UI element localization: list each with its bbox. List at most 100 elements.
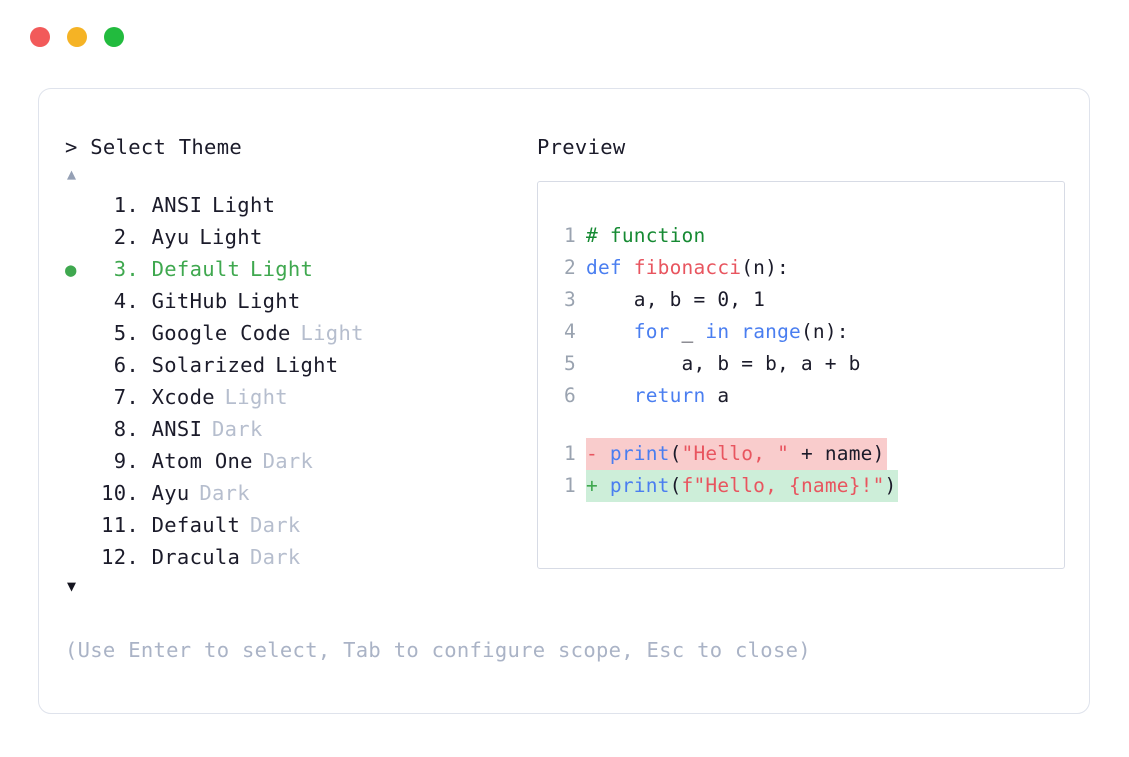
theme-item-name: Xcode bbox=[139, 385, 215, 409]
code-line: 1 # function bbox=[538, 220, 1064, 252]
theme-item-number: 8. bbox=[113, 417, 139, 441]
theme-item-variant: Light bbox=[249, 257, 314, 281]
minimize-window-icon[interactable] bbox=[67, 27, 87, 47]
theme-item-variant: Light bbox=[224, 385, 288, 409]
line-number: 6 bbox=[564, 384, 576, 407]
scroll-down-icon[interactable]: ▼ bbox=[67, 577, 77, 595]
close-window-icon[interactable] bbox=[30, 27, 50, 47]
code-line: 6 return a bbox=[538, 380, 1064, 412]
theme-item-name: Atom One bbox=[139, 449, 253, 473]
code-line: 3 a, b = 0, 1 bbox=[538, 284, 1064, 316]
theme-item-variant: Light bbox=[199, 225, 263, 249]
diff-line-text: - print("Hello, " + name) bbox=[586, 438, 887, 470]
theme-item-name: Solarized bbox=[139, 353, 266, 377]
theme-item-number: 7. bbox=[113, 385, 139, 409]
theme-item-name: Google Code bbox=[139, 321, 291, 345]
diff-block: 1- print("Hello, " + name)1+ print(f"Hel… bbox=[538, 438, 1064, 502]
theme-item-variant: Dark bbox=[249, 513, 301, 537]
theme-list-item[interactable]: 6. Solarized Light bbox=[65, 349, 535, 381]
diff-sign: + bbox=[586, 474, 610, 497]
code-token: fibonacci bbox=[633, 256, 742, 279]
theme-item-variant: Dark bbox=[249, 545, 301, 569]
code-token: print bbox=[609, 474, 670, 497]
theme-item-name: Dracula bbox=[139, 545, 241, 569]
line-number: 1 bbox=[564, 224, 576, 247]
theme-item-name: Default bbox=[139, 513, 241, 537]
code-token: return bbox=[633, 384, 706, 407]
code-token: in bbox=[705, 320, 742, 343]
theme-item-number: 11. bbox=[101, 513, 139, 537]
maximize-window-icon[interactable] bbox=[104, 27, 124, 47]
code-token: print bbox=[609, 442, 670, 465]
theme-list-item[interactable]: 9. Atom One Dark bbox=[65, 445, 535, 477]
theme-list-item[interactable]: 5. Google Code Light bbox=[65, 317, 535, 349]
diff-added-line: 1 + print(f"Hello, {name}!") bbox=[538, 470, 1064, 502]
line-number: 1 bbox=[564, 474, 576, 497]
theme-item-variant: Dark bbox=[199, 481, 250, 505]
theme-item-name: ANSI bbox=[139, 417, 203, 441]
code-token: (n): bbox=[800, 320, 849, 343]
selected-bullet-icon: ● bbox=[65, 259, 77, 281]
code-token: ( bbox=[669, 474, 682, 497]
theme-item-name: GitHub bbox=[139, 289, 228, 313]
code-token: + name) bbox=[789, 442, 885, 465]
theme-item-variant: Light bbox=[275, 353, 339, 377]
line-number: 3 bbox=[564, 288, 576, 311]
theme-item-variant: Light bbox=[212, 193, 276, 217]
theme-item-number: 2. bbox=[113, 225, 139, 249]
theme-item-variant: Dark bbox=[262, 449, 314, 473]
code-spacer bbox=[538, 412, 1064, 438]
code-token: for bbox=[633, 320, 670, 343]
theme-list-item[interactable]: 2. Ayu Light bbox=[65, 221, 535, 253]
line-number: 1 bbox=[564, 442, 576, 465]
diff-line-text: + print(f"Hello, {name}!") bbox=[586, 470, 899, 502]
scroll-up-icon[interactable]: ▲ bbox=[67, 165, 77, 183]
theme-item-number: 5. bbox=[113, 321, 139, 345]
code-line-text: def fibonacci(n): bbox=[586, 252, 789, 284]
code-token: a bbox=[705, 384, 730, 407]
theme-list-item[interactable]: 11. Default Dark bbox=[65, 509, 535, 541]
code-token: "Hello, " bbox=[681, 442, 790, 465]
theme-item-name: Default bbox=[139, 257, 241, 281]
code-token: _ bbox=[669, 320, 706, 343]
diff-sign: - bbox=[586, 442, 610, 465]
theme-item-number: 4. bbox=[113, 289, 139, 313]
code-line-text: for _ in range(n): bbox=[586, 316, 849, 348]
code-token bbox=[586, 384, 634, 407]
code-line-text: a, b = 0, 1 bbox=[586, 284, 765, 316]
code-token: # function bbox=[586, 224, 706, 247]
theme-item-name: Ayu bbox=[139, 225, 190, 249]
line-number: 2 bbox=[564, 256, 576, 279]
theme-item-variant: Light bbox=[300, 321, 364, 345]
theme-item-number: 6. bbox=[113, 353, 139, 377]
theme-item-number: 9. bbox=[113, 449, 139, 473]
code-token: ( bbox=[669, 442, 682, 465]
code-line: 5 a, b = b, a + b bbox=[538, 348, 1064, 380]
theme-list-item[interactable]: 12. Dracula Dark bbox=[65, 541, 535, 573]
preview-label: Preview bbox=[537, 135, 626, 159]
keyboard-hint: (Use Enter to select, Tab to configure s… bbox=[65, 638, 811, 662]
code-line-text: return a bbox=[586, 380, 729, 412]
code-line: 2 def fibonacci(n): bbox=[538, 252, 1064, 284]
line-number: 5 bbox=[564, 352, 576, 375]
code-token: a, b = 0, 1 bbox=[586, 288, 766, 311]
page-title: > Select Theme bbox=[65, 135, 242, 159]
code-line-text: # function bbox=[586, 220, 705, 252]
code-line: 4 for _ in range(n): bbox=[538, 316, 1064, 348]
theme-item-number: 12. bbox=[101, 545, 139, 569]
theme-list-item[interactable]: 7. Xcode Light bbox=[65, 381, 535, 413]
line-number: 4 bbox=[564, 320, 576, 343]
theme-item-number: 10. bbox=[101, 481, 139, 505]
